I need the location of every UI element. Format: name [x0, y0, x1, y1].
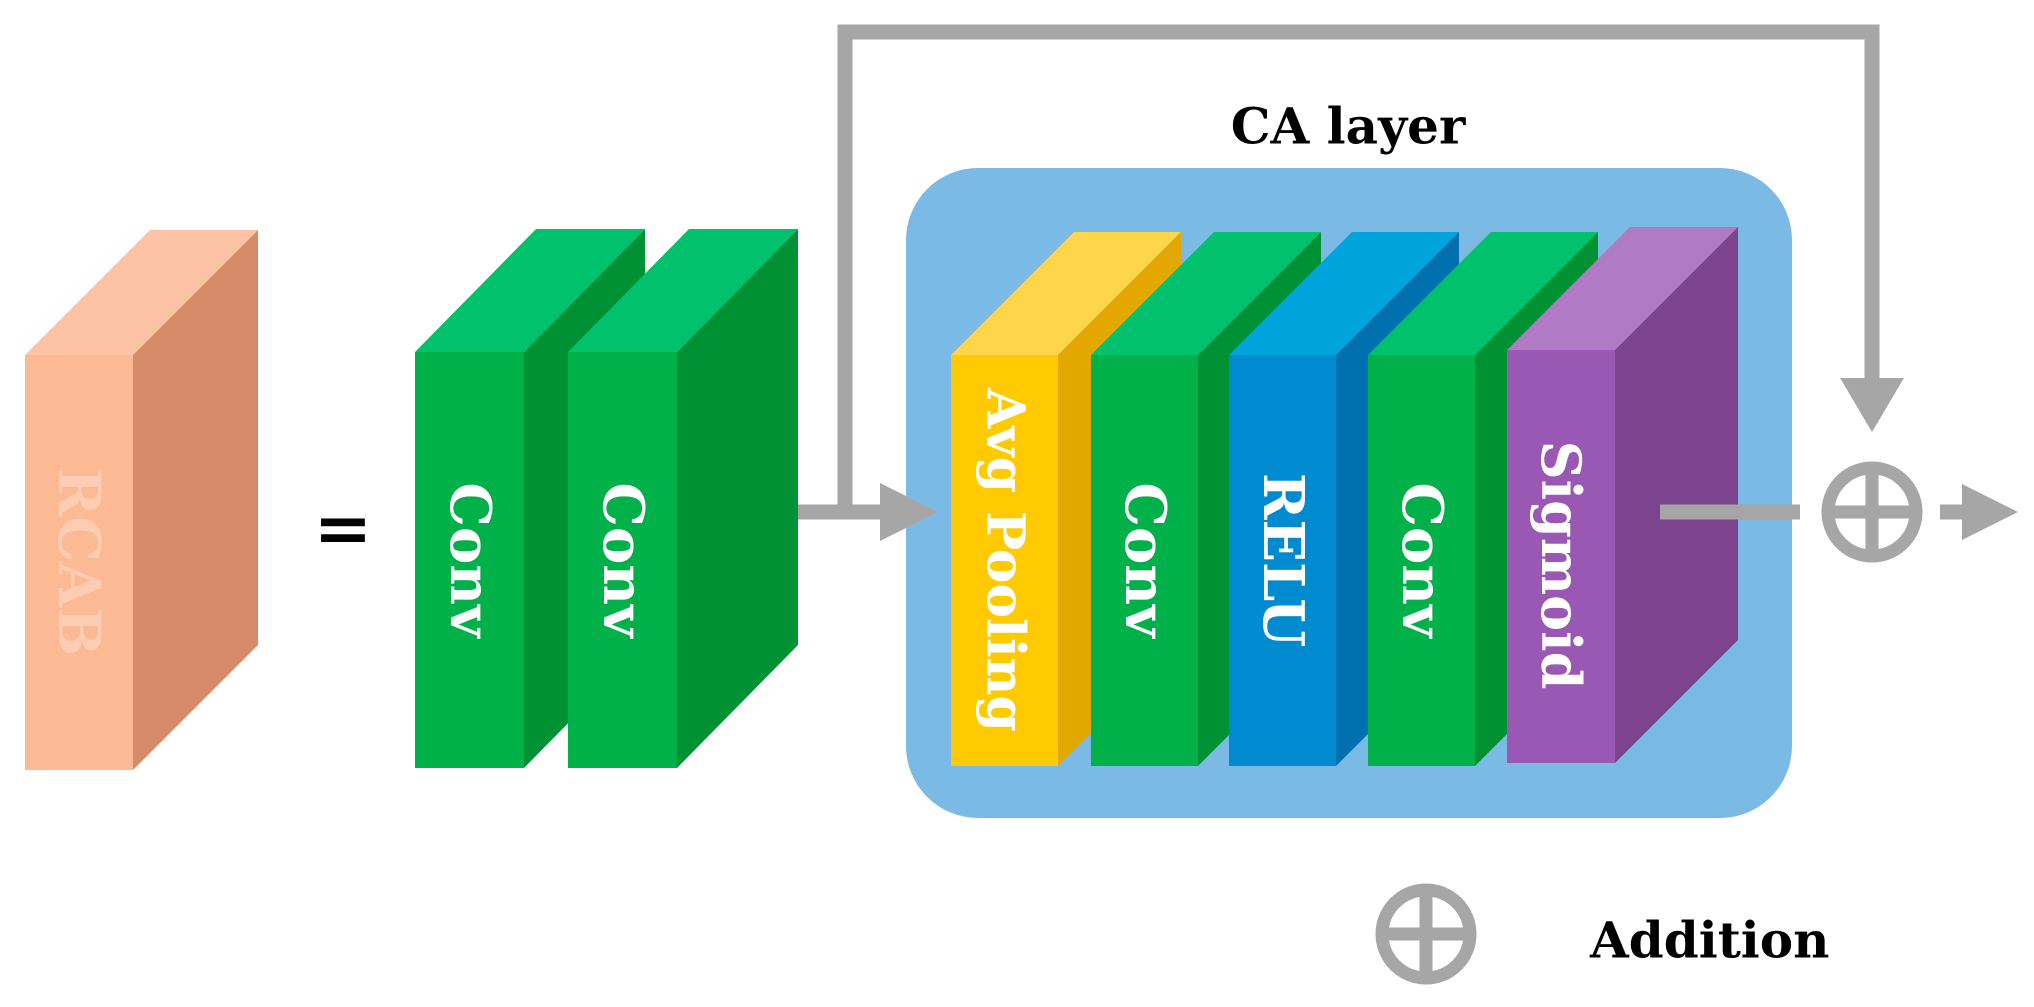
ca-conv-2-label: Conv [1389, 482, 1455, 639]
relu-label: RELU [1250, 473, 1316, 647]
conv-1-label: Conv [437, 482, 503, 639]
addition-node-icon [1821, 461, 1923, 563]
sigmoid-block: Sigmoid [1507, 227, 1738, 763]
ca-layer-title: CA layer [1231, 97, 1466, 156]
equals-sign: = [314, 487, 373, 570]
final-arrow-head [1962, 484, 2018, 540]
rcab-label: RCAB [45, 468, 113, 656]
input-arrow-head [880, 483, 938, 541]
conv-2-label: Conv [590, 482, 656, 639]
ca-conv-1-label: Conv [1112, 482, 1178, 639]
skip-arrow-head [1840, 378, 1904, 432]
conv-block-2: Conv [568, 229, 798, 768]
legend-addition-label: Addition [1589, 911, 1830, 970]
legend-addition-icon [1375, 883, 1477, 985]
skip-connection-line [837, 24, 1880, 515]
rcab-block: RCAB [25, 230, 258, 770]
sigmoid-label: Sigmoid [1529, 441, 1593, 690]
avg-pooling-label: Avg Pooling [975, 387, 1036, 732]
